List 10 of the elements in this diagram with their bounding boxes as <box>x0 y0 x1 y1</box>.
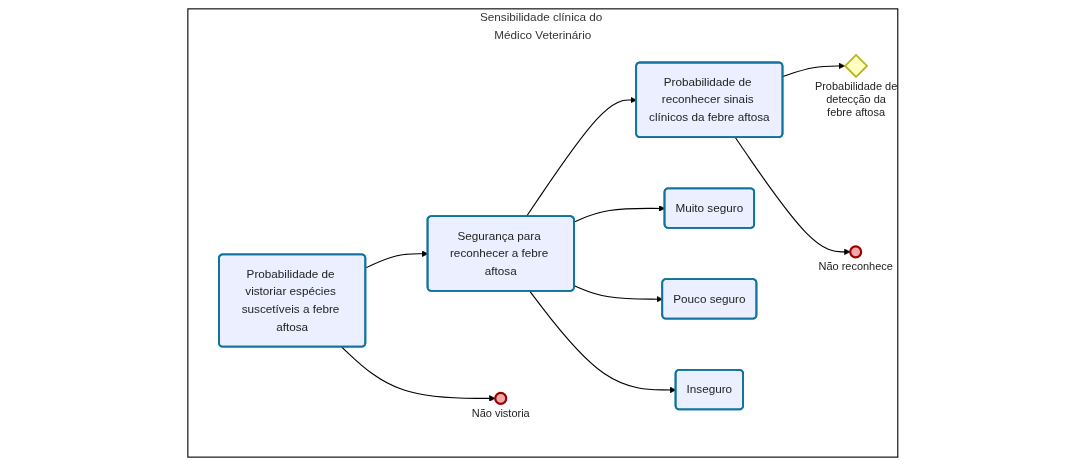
arrow <box>734 136 851 255</box>
node-caption: Não vistoria <box>471 406 530 419</box>
node-circle <box>849 244 863 258</box>
arrow <box>341 345 496 402</box>
node-caption: Não reconhece <box>818 260 894 272</box>
arrow <box>526 96 637 217</box>
node-caption: Probabilidade de detecção da febre aftosa <box>815 79 898 118</box>
node-diamond <box>843 53 869 78</box>
arrow <box>782 62 846 77</box>
node-circle <box>494 391 508 405</box>
